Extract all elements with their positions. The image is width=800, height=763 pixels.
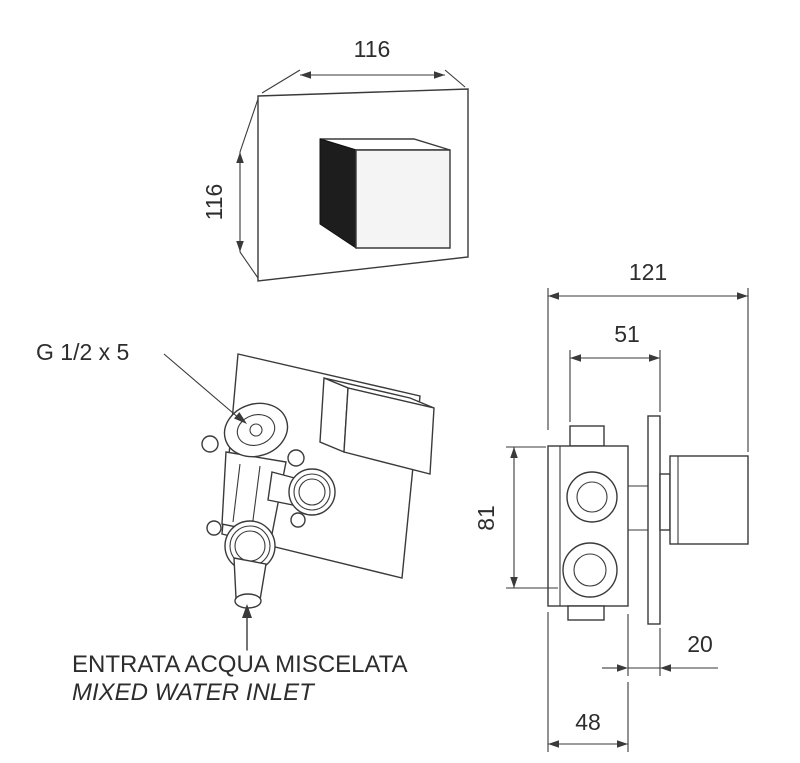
lower-port-inner xyxy=(573,553,607,587)
arrowhead-icon xyxy=(510,577,518,588)
front-height-dim-label: 116 xyxy=(201,184,227,221)
body-contour-line xyxy=(251,465,261,529)
cartridge-top-stub xyxy=(569,425,605,447)
lower-port-outer xyxy=(562,542,618,598)
handle-front-face xyxy=(355,149,451,249)
body-height-dim-label: 81 xyxy=(473,505,499,531)
wall-plate-side xyxy=(647,415,661,625)
leader-arrowhead-icon xyxy=(234,412,247,424)
arrowhead-icon xyxy=(236,241,244,252)
thread-size-label: G 1/2 x 5 xyxy=(36,339,129,365)
right-port-bore xyxy=(298,478,326,506)
right-port-ring xyxy=(293,473,331,511)
projection-dim-label: 51 xyxy=(614,321,640,347)
handle-side xyxy=(669,455,749,545)
bolt-ear xyxy=(206,520,222,536)
arrowhead-icon xyxy=(548,292,559,300)
plate-offset-dim-label: 20 xyxy=(687,631,713,657)
handle-front-face-iso xyxy=(343,387,435,475)
arrowhead-icon xyxy=(570,354,581,362)
arrowhead-icon xyxy=(660,664,671,672)
body-contour-line xyxy=(232,463,241,523)
inlet-nub-end xyxy=(234,593,262,609)
bolt-ear xyxy=(201,435,219,453)
bolt-ear xyxy=(290,512,306,528)
arrowhead-icon xyxy=(548,740,559,748)
witness-line xyxy=(239,98,259,153)
handle-neck xyxy=(659,473,671,531)
arrowhead-icon xyxy=(510,447,518,458)
leader-line xyxy=(163,353,241,420)
witness-line xyxy=(444,69,466,88)
inlet-caption-italian: ENTRATA ACQUA MISCELATA xyxy=(72,651,408,678)
body-bottom-stub xyxy=(567,605,605,621)
witness-line xyxy=(239,251,259,279)
upper-port-inner xyxy=(576,481,608,513)
perspective-view: G 1/2 x 5 ENTRATA ACQUA MISCELATA MIXED … xyxy=(36,339,435,706)
roughin-depth-dim-label: 48 xyxy=(575,709,601,735)
arrowhead-icon xyxy=(236,152,244,163)
arrowhead-icon xyxy=(300,71,311,79)
inlet-caption-english: MIXED WATER INLET xyxy=(72,679,316,706)
arrowhead-icon xyxy=(617,664,628,672)
arrowhead-icon xyxy=(617,740,628,748)
side-view: 121 51 81 20 48 xyxy=(473,259,749,752)
top-port-bore xyxy=(236,414,276,446)
arrowhead-icon xyxy=(649,354,660,362)
witness-line xyxy=(261,69,301,94)
arrowhead-icon xyxy=(242,604,252,618)
bolt-ear xyxy=(287,449,305,467)
right-port-flange xyxy=(288,468,336,516)
top-port-hub xyxy=(249,423,263,437)
front-view: 116 116 xyxy=(201,36,469,282)
arrowhead-icon xyxy=(434,71,445,79)
handle-side-face-iso xyxy=(319,376,349,454)
arrowhead-icon xyxy=(737,292,748,300)
overall-depth-dim-label: 121 xyxy=(629,259,667,285)
front-width-dim-label: 116 xyxy=(354,36,391,62)
upper-port-outer xyxy=(566,471,618,523)
